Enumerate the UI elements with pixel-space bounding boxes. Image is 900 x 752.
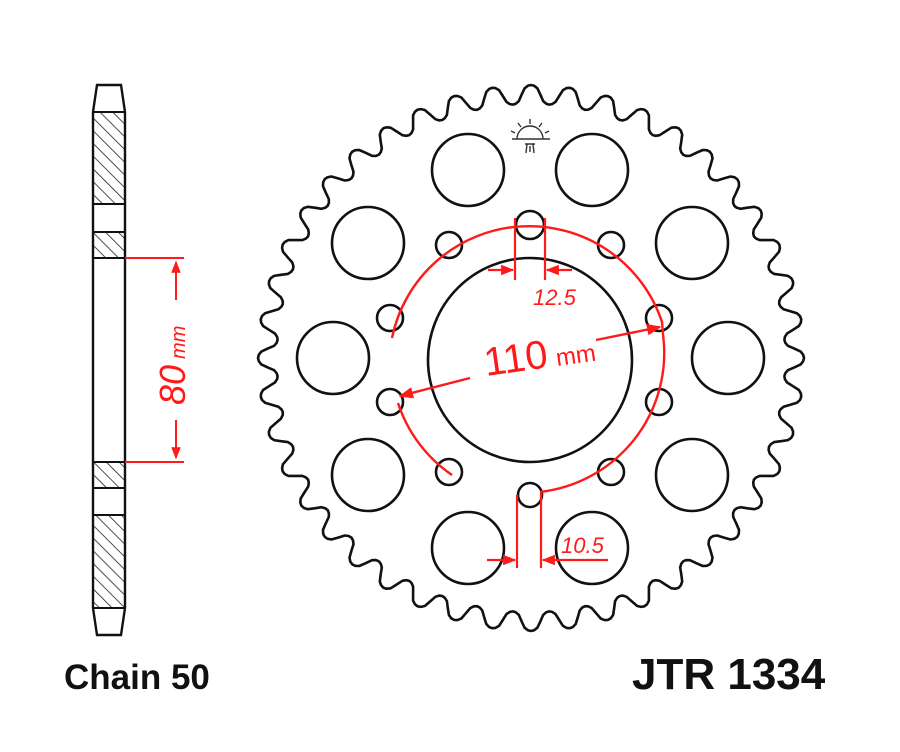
pcd-dimension <box>390 224 666 494</box>
upper-hole-dimension <box>488 218 572 280</box>
mounting-hole <box>434 230 464 260</box>
hub-width-dimension <box>125 257 184 463</box>
lightening-hole <box>330 437 406 513</box>
lightening-hole <box>295 320 371 396</box>
center-bore <box>426 256 634 464</box>
upper-hole-dimension-value: 12.5 <box>533 285 577 310</box>
lightening-hole <box>330 205 406 281</box>
part-number-label: JTR 1334 <box>632 650 826 699</box>
lightening-hole <box>430 132 506 208</box>
sprocket-teeth-outline <box>256 83 806 633</box>
lightening-hole <box>430 510 506 586</box>
lower-hole-dimension <box>487 492 608 568</box>
lightening-holes <box>295 132 766 586</box>
mounting-hole <box>434 457 464 487</box>
side-view: 80mm <box>91 83 193 637</box>
lightening-hole <box>690 320 766 396</box>
chain-size-label: Chain 50 <box>64 658 210 697</box>
lightening-hole <box>654 437 730 513</box>
hub-width-value: 80mm <box>152 326 193 405</box>
lightening-hole <box>554 132 630 208</box>
lightening-hole <box>654 205 730 281</box>
hatch-top-teeth <box>92 111 126 205</box>
hatch-bottom-teeth <box>92 514 126 609</box>
sun-logo-icon <box>510 119 550 154</box>
hatch-top-hub <box>92 231 126 259</box>
mounting-hole <box>375 303 405 333</box>
mounting-hole <box>375 387 405 417</box>
side-profile-outline <box>91 83 127 637</box>
lightening-hole <box>554 510 630 586</box>
hatch-bottom-hub <box>92 461 126 489</box>
lower-hole-dimension-value: 10.5 <box>561 533 605 558</box>
